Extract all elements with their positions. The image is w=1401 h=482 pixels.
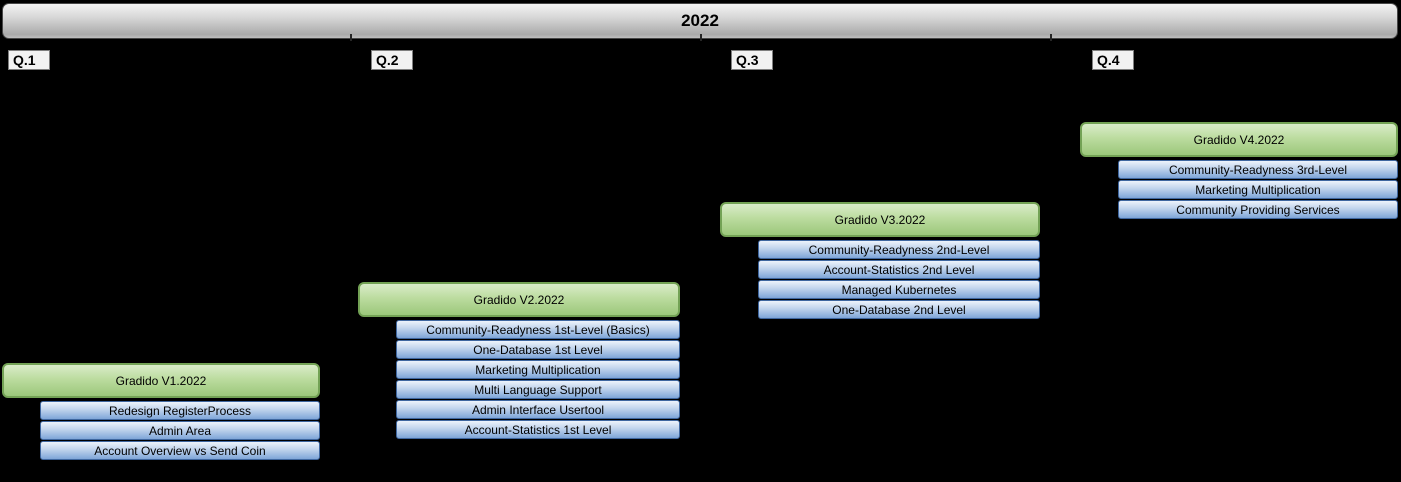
feature-row: Account-Statistics 2nd Level — [758, 260, 1040, 279]
feature-row: Admin Interface Usertool — [396, 400, 680, 419]
quarter-label-3: Q.3 — [731, 50, 773, 70]
quarter-label-2: Q.2 — [371, 50, 413, 70]
feature-row: Multi Language Support — [396, 380, 680, 399]
year-title: 2022 — [681, 11, 719, 30]
feature-row: Community-Readyness 3rd-Level — [1118, 160, 1398, 179]
feature-row: Account Overview vs Send Coin — [40, 441, 320, 460]
feature-row: Redesign RegisterProcess — [40, 401, 320, 420]
release-header: Gradido V3.2022 — [720, 202, 1040, 237]
feature-row: Managed Kubernetes — [758, 280, 1040, 299]
quarter-label-1: Q.1 — [8, 50, 50, 70]
feature-row: Marketing Multiplication — [396, 360, 680, 379]
feature-row: Account-Statistics 1st Level — [396, 420, 680, 439]
release-header: Gradido V2.2022 — [358, 282, 680, 317]
feature-row: Community-Readyness 1st-Level (Basics) — [396, 320, 680, 339]
release-header: Gradido V4.2022 — [1080, 122, 1398, 157]
quarter-tick-2 — [350, 34, 352, 41]
feature-row: Community Providing Services — [1118, 200, 1398, 219]
feature-row: One-Database 2nd Level — [758, 300, 1040, 319]
feature-row: Community-Readyness 2nd-Level — [758, 240, 1040, 259]
feature-row: Admin Area — [40, 421, 320, 440]
feature-row: One-Database 1st Level — [396, 340, 680, 359]
quarter-tick-4 — [1050, 34, 1052, 41]
quarter-tick-3 — [700, 34, 702, 41]
release-header: Gradido V1.2022 — [2, 363, 320, 398]
quarter-label-4: Q.4 — [1092, 50, 1134, 70]
feature-row: Marketing Multiplication — [1118, 180, 1398, 199]
year-header-bar: 2022 — [2, 3, 1398, 39]
